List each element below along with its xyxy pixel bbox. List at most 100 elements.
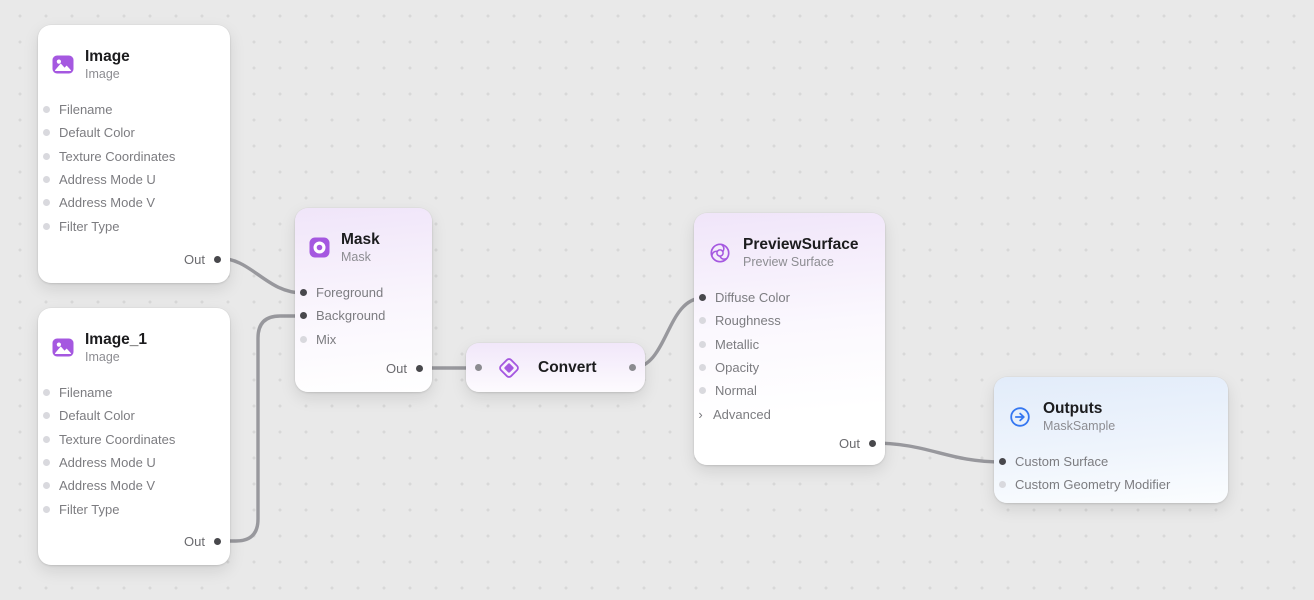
output-port-row-out: Out	[38, 248, 230, 271]
port-dot-address-mode-u[interactable]	[43, 459, 50, 467]
port-label-texture-coordinates: Texture Coordinates	[59, 148, 176, 164]
port-dot-mix[interactable]	[300, 335, 307, 343]
port-dot-out[interactable]	[214, 537, 221, 545]
port-dot-background[interactable]	[300, 312, 307, 320]
port-row-opacity: Opacity	[694, 356, 885, 379]
port-label-metallic: Metallic	[715, 336, 760, 352]
node-title: Mask	[341, 230, 380, 248]
port-label-roughness: Roughness	[715, 313, 781, 329]
port-row-roughness: Roughness	[694, 309, 885, 332]
node-image-header: Image Image	[38, 25, 230, 98]
port-dot-out[interactable]	[214, 255, 221, 263]
image-icon	[52, 55, 74, 74]
image-icon	[52, 338, 74, 357]
port-dot-default-color[interactable]	[43, 412, 50, 420]
port-row-address-mode-u: Address Mode U	[38, 451, 230, 474]
preview-surface-icon	[708, 241, 732, 265]
port-dot-roughness[interactable]	[699, 317, 706, 325]
node-title: Outputs	[1043, 399, 1103, 417]
port-dot-texture-coordinates[interactable]	[43, 152, 50, 160]
mask-icon	[309, 237, 330, 258]
port-dot-filename[interactable]	[43, 106, 50, 114]
port-row-filename: Filename	[38, 381, 230, 404]
port-dot-normal[interactable]	[699, 387, 706, 395]
node-convert[interactable]: Convert	[466, 343, 645, 392]
node-mask-header: Mask Mask	[295, 208, 432, 281]
port-row-normal: Normal	[694, 379, 885, 402]
output-ports: Out	[38, 530, 230, 553]
port-label-filename: Filename	[59, 102, 113, 118]
port-row-diffuse-color: Diffuse Color	[694, 286, 885, 309]
port-dot-out[interactable]	[869, 439, 876, 447]
convert-input-port-dot[interactable]	[475, 364, 482, 371]
port-label-texture-coordinates: Texture Coordinates	[59, 431, 176, 447]
port-label-normal: Normal	[715, 383, 757, 399]
port-label-foreground: Foreground	[316, 285, 384, 301]
port-dot-address-mode-v[interactable]	[43, 482, 50, 490]
port-dot-address-mode-v[interactable]	[43, 199, 50, 207]
convert-output-port-dot[interactable]	[629, 364, 636, 371]
port-label-default-color: Default Color	[59, 408, 135, 424]
output-ports: Out	[38, 248, 230, 271]
port-label-opacity: Opacity	[715, 360, 760, 376]
port-label-filter-type: Filter Type	[59, 501, 120, 517]
port-label-default-color: Default Color	[59, 125, 135, 141]
port-dot-metallic[interactable]	[699, 340, 706, 348]
port-row-default-color: Default Color	[38, 404, 230, 427]
node-subtitle: Image	[85, 66, 120, 81]
port-dot-default-color[interactable]	[43, 129, 50, 137]
port-row-mix: Mix	[295, 328, 432, 351]
port-dot-custom-geometry-modifier[interactable]	[999, 481, 1006, 489]
port-row-advanced: › Advanced	[694, 402, 885, 425]
wire-previewsurface-out-to-outputs-surface[interactable]	[870, 441, 1005, 464]
port-dot-diffuse-color[interactable]	[699, 294, 706, 302]
port-dot-out[interactable]	[416, 364, 423, 372]
port-dot-address-mode-u[interactable]	[43, 176, 50, 184]
port-dot-filename[interactable]	[43, 389, 50, 397]
port-dot-custom-surface[interactable]	[999, 458, 1006, 466]
port-row-foreground: Foreground	[295, 281, 432, 304]
port-row-address-mode-u: Address Mode U	[38, 168, 230, 191]
node-image-1-header: Image_1 Image	[38, 308, 230, 381]
port-label-out: Out	[386, 360, 407, 376]
port-dot-texture-coordinates[interactable]	[43, 435, 50, 443]
port-row-address-mode-v: Address Mode V	[38, 474, 230, 497]
port-dot-foreground[interactable]	[300, 289, 307, 297]
port-dot-opacity[interactable]	[699, 364, 706, 372]
node-preview-surface[interactable]: PreviewSurface Preview Surface Diffuse C…	[694, 213, 885, 465]
output-ports: Out	[295, 357, 432, 380]
port-label-custom-geometry-modifier: Custom Geometry Modifier	[1015, 477, 1171, 493]
wire-image1-out-to-mask-background[interactable]	[216, 314, 305, 543]
port-dot-filter-type[interactable]	[43, 505, 50, 513]
port-row-background: Background	[295, 304, 432, 327]
port-label-address-mode-v: Address Mode V	[59, 478, 156, 494]
port-row-filter-type: Filter Type	[38, 214, 230, 237]
node-title: Image_1	[85, 330, 148, 348]
disclosure-chevron-icon[interactable]: ›	[698, 406, 703, 422]
port-label-mix: Mix	[316, 331, 337, 347]
port-label-address-mode-v: Address Mode V	[59, 195, 156, 211]
output-port-row-out: Out	[694, 432, 885, 455]
output-port-row-out: Out	[295, 357, 432, 380]
wire-image-out-to-mask-foreground[interactable]	[216, 256, 305, 295]
port-label-filter-type: Filter Type	[59, 218, 120, 234]
port-label-diffuse-color: Diffuse Color	[715, 290, 790, 306]
port-label-filename: Filename	[59, 385, 113, 401]
port-row-address-mode-v: Address Mode V	[38, 191, 230, 214]
port-label-background: Background	[316, 308, 386, 324]
port-row-metallic: Metallic	[694, 333, 885, 356]
port-label-out: Out	[839, 435, 860, 451]
port-label-advanced: Advanced	[713, 406, 771, 422]
node-preview-surface-header: PreviewSurface Preview Surface	[694, 213, 885, 286]
port-dot-filter-type[interactable]	[43, 222, 50, 230]
node-title: Image	[85, 47, 130, 65]
convert-icon	[496, 355, 522, 381]
